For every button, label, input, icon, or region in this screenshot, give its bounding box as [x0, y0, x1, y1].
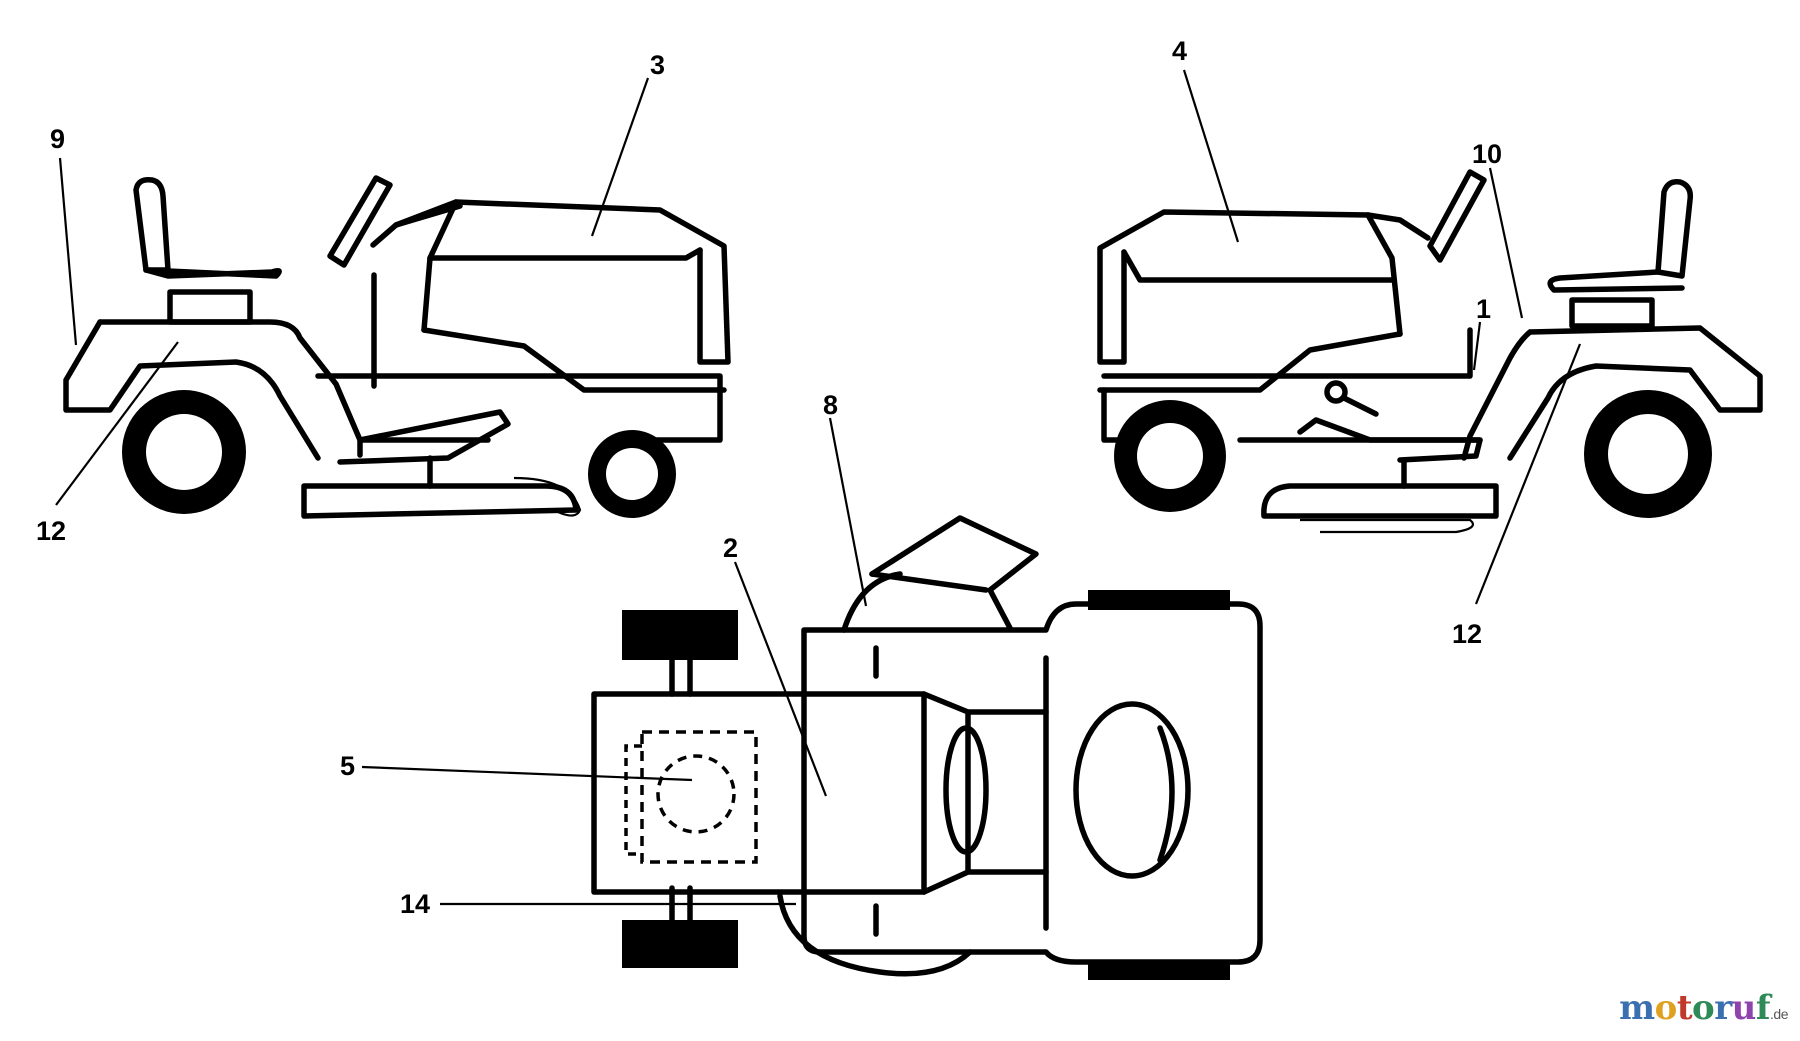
callout-2: 2: [723, 533, 738, 563]
watermark-letter: f: [1755, 988, 1771, 1028]
watermark-letter: r: [1714, 988, 1732, 1028]
watermark-letter: t: [1676, 988, 1693, 1028]
callout-8: 8: [823, 390, 838, 420]
watermark-letter: u: [1731, 988, 1757, 1028]
callout-9: 9: [50, 124, 65, 154]
callout-1: 1: [1476, 294, 1491, 324]
callout-10: 10: [1472, 139, 1502, 169]
watermark-letter: o: [1654, 988, 1678, 1028]
right-side-view: [1097, 169, 1763, 534]
callout-5: 5: [340, 751, 355, 781]
watermark-letter: o: [1692, 988, 1715, 1028]
watermark-logo: motoruf.de: [1619, 988, 1788, 1028]
callout-4: 4: [1172, 36, 1187, 66]
leader-lines: [55, 69, 1582, 906]
watermark-letter: m: [1619, 988, 1655, 1028]
top-view: [591, 515, 1263, 980]
callout-14: 14: [400, 889, 430, 919]
callout-12-right: 12: [1452, 619, 1482, 649]
callout-12-left: 12: [36, 516, 66, 546]
watermark-tld: .de: [1770, 1006, 1788, 1022]
callout-labels: 9 3 4 10 1 12 12 8 2 5 14: [36, 36, 1502, 919]
left-side-view: [63, 175, 731, 519]
callout-3: 3: [650, 50, 665, 80]
